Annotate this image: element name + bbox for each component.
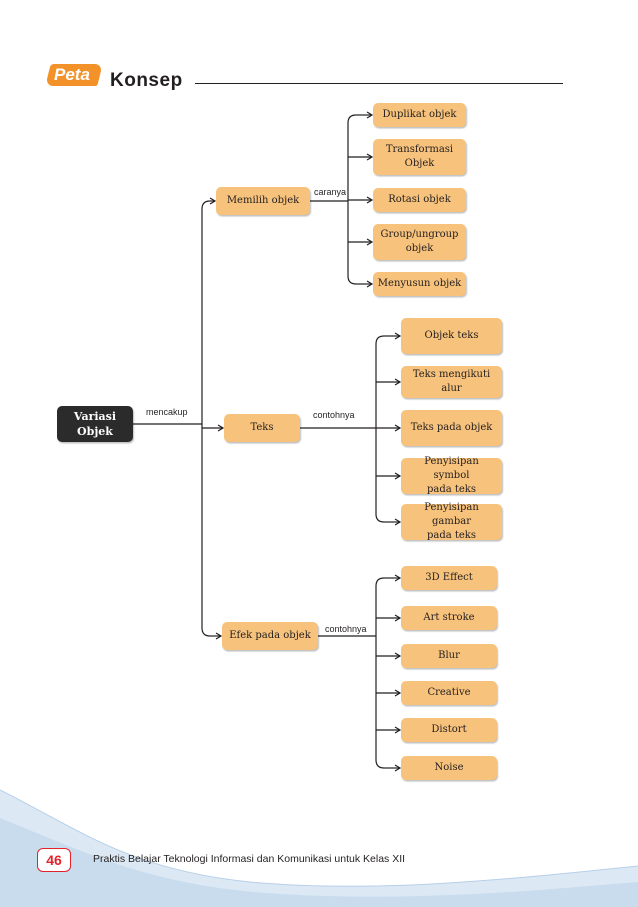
child-arrow-1-0 (394, 332, 402, 340)
subtrunk-corner-bottom-2 (375, 759, 385, 769)
child-node-0-2: Rotasi objek (373, 188, 466, 212)
child-node-2-2: Blur (401, 644, 497, 668)
child-arrow-2-1 (394, 614, 402, 622)
child-arrow-2-2 (394, 652, 402, 660)
subtrunk-corner-top-2 (375, 577, 385, 587)
branch-node-0: Memilih objek (216, 187, 310, 215)
child-arrow-2-5 (394, 764, 402, 772)
child-node-0-1: Transformasi Objek (373, 139, 466, 175)
child-node-2-4: Distort (401, 718, 497, 742)
edge-label-0: caranya (314, 187, 347, 197)
child-arrow-2-0 (394, 574, 402, 582)
edge-label-1: contohnya (313, 410, 355, 420)
child-node-2-3: Creative (401, 681, 497, 705)
section-title: Konsep (110, 70, 183, 91)
main-trunk-corner-bottom (201, 627, 211, 637)
child-node-2-1: Art stroke (401, 606, 497, 630)
root-node: Variasi Objek (57, 406, 133, 442)
branch-node-2: Efek pada objek (222, 622, 318, 650)
subtrunk-corner-bottom-1 (375, 513, 385, 523)
page-number: 46 (37, 848, 71, 872)
branch-arrow-0 (209, 197, 217, 205)
subtrunk-corner-bottom-0 (347, 275, 357, 285)
book-title: Praktis Belajar Teknologi Informasi dan … (93, 853, 406, 865)
child-arrow-0-2 (366, 196, 374, 204)
child-arrow-2-4 (394, 726, 402, 734)
child-arrow-1-4 (394, 518, 402, 526)
child-arrow-0-1 (366, 153, 374, 161)
child-node-1-0: Objek teks (401, 318, 502, 354)
branch-arrow-1 (217, 424, 225, 432)
root-edge-label: mencakup (146, 407, 188, 417)
child-arrow-1-1 (394, 378, 402, 386)
main-trunk-corner-top (201, 200, 211, 210)
child-node-2-0: 3D Effect (401, 566, 497, 590)
child-node-2-5: Noise (401, 756, 497, 780)
branch-node-1: Teks (224, 414, 300, 442)
child-arrow-2-3 (394, 689, 402, 697)
child-arrow-0-4 (366, 280, 374, 288)
child-arrow-1-2 (394, 424, 402, 432)
child-node-0-4: Menyusun objek (373, 272, 466, 296)
header-rule (195, 83, 563, 84)
child-node-1-2: Teks pada objek (401, 410, 502, 446)
subtrunk-corner-top-1 (375, 335, 385, 345)
child-node-1-3: Penyisipan symbol pada teks (401, 456, 502, 495)
child-node-1-4: Penyisipan gambar pada teks (401, 502, 502, 541)
footer-wave-decoration (0, 789, 638, 907)
subtrunk-corner-top-0 (347, 114, 357, 124)
child-arrow-1-3 (394, 472, 402, 480)
edge-label-2: contohnya (325, 624, 367, 634)
branch-arrow-2 (215, 632, 223, 640)
child-node-0-3: Group/ungroup objek (373, 224, 466, 260)
child-node-0-0: Duplikat objek (373, 103, 466, 127)
child-node-1-1: Teks mengikuti alur (401, 366, 502, 398)
child-arrow-0-0 (366, 111, 374, 119)
child-arrow-0-3 (366, 238, 374, 246)
